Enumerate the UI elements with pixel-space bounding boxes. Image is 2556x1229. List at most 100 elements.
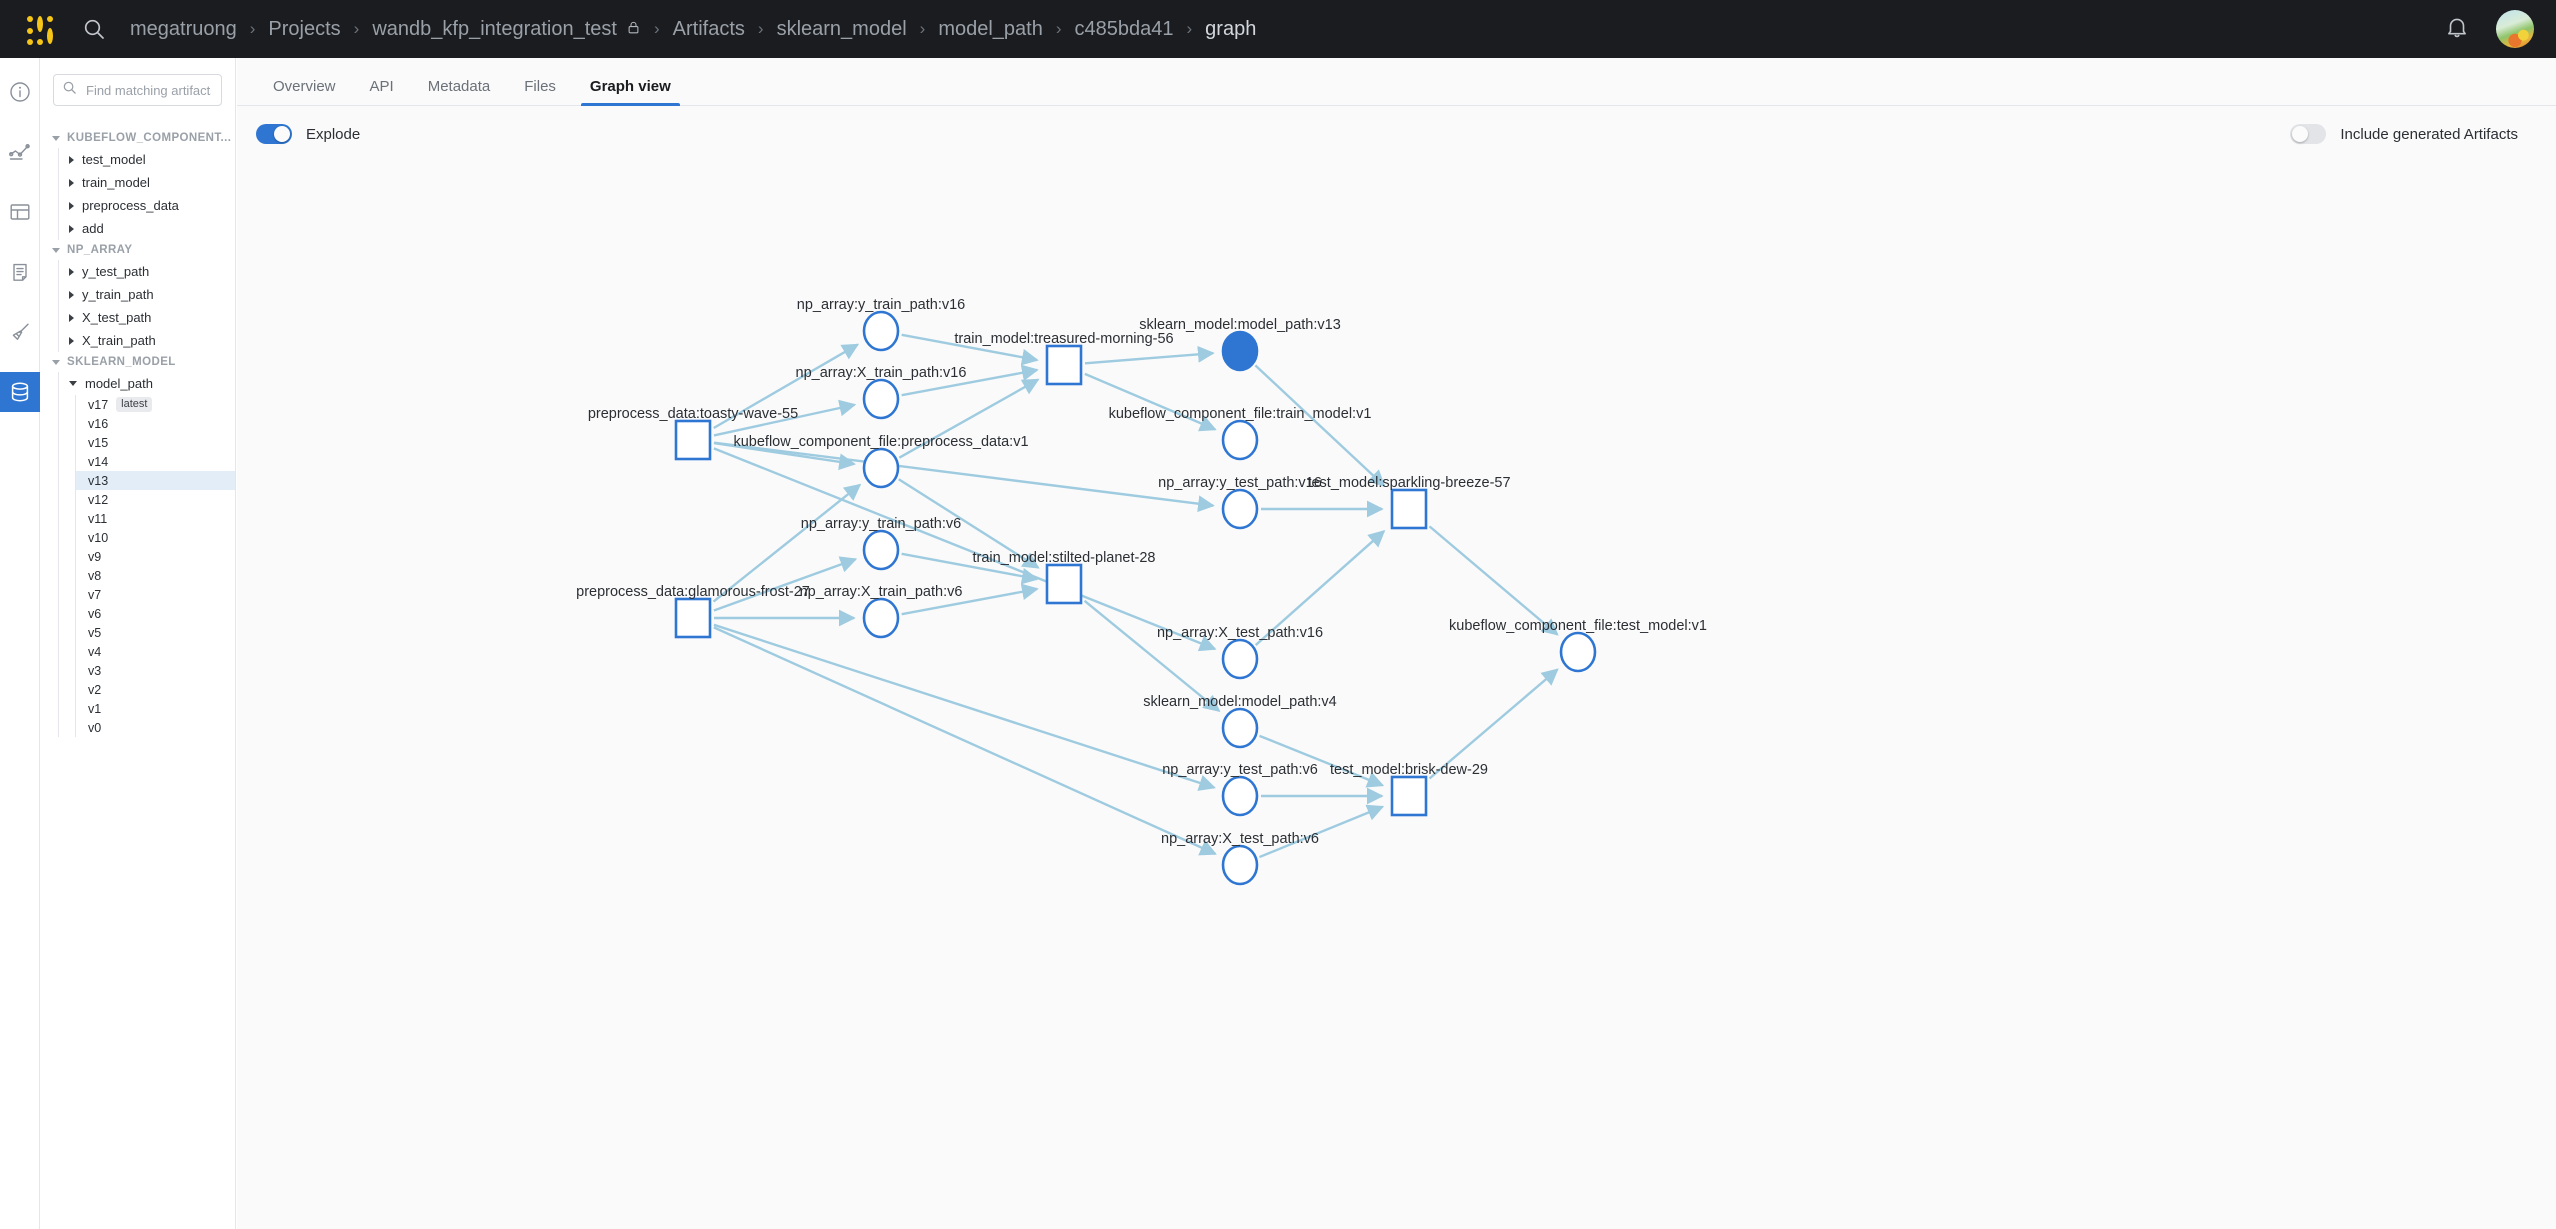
graph-node-circle[interactable]	[862, 529, 900, 571]
table-icon[interactable]	[0, 192, 40, 232]
include-generated-toggle[interactable]	[2290, 124, 2327, 144]
graph-node-circle[interactable]	[862, 310, 900, 352]
breadcrumb-item-sklearn-model[interactable]: sklearn_model	[776, 17, 907, 40]
clipboard-icon[interactable]	[0, 252, 40, 292]
version-item-v13[interactable]: v13	[76, 471, 235, 490]
graph-node-circle[interactable]	[1221, 488, 1259, 530]
version-item-v5[interactable]: v5	[76, 623, 235, 642]
broom-icon[interactable]	[0, 312, 40, 352]
tab-api[interactable]: API	[369, 78, 394, 95]
version-label: v2	[88, 682, 102, 697]
graph-node-square[interactable]	[1045, 344, 1083, 386]
search-icon[interactable]	[82, 17, 106, 41]
sidebar-item-x-train-path[interactable]: X_train_path	[59, 329, 235, 352]
tab-graph-view[interactable]: Graph view	[573, 78, 688, 106]
version-item-v10[interactable]: v10	[76, 528, 235, 547]
version-item-v16[interactable]: v16	[76, 414, 235, 433]
graph-node-square[interactable]	[674, 419, 712, 461]
lock-icon	[626, 20, 641, 35]
graph-node-circle[interactable]	[1221, 775, 1259, 817]
version-item-v15[interactable]: v15	[76, 433, 235, 452]
graph-edge	[713, 343, 860, 430]
graph-node-label: preprocess_data:glamorous-frost-27	[576, 584, 810, 600]
version-label: v13	[88, 473, 109, 488]
version-item-v9[interactable]: v9	[76, 547, 235, 566]
graph-toolbar: Explode Include generated Artifacts	[237, 106, 2556, 162]
breadcrumb-item-graph[interactable]: graph	[1205, 17, 1257, 40]
breadcrumb-separator: ›	[1186, 19, 1193, 38]
breadcrumb-item-artifacts[interactable]: Artifacts	[672, 17, 745, 40]
graph-node-circle[interactable]	[1221, 638, 1259, 680]
artifact-search[interactable]	[53, 74, 222, 106]
breadcrumb-separator: ›	[1055, 19, 1062, 38]
version-label: v12	[88, 492, 109, 507]
version-label: v6	[88, 606, 102, 621]
version-item-v12[interactable]: v12	[76, 490, 235, 509]
database-icon[interactable]	[0, 372, 40, 412]
sidebar-item-train-model[interactable]: train_model	[59, 171, 235, 194]
graph-node-circle[interactable]	[862, 447, 900, 489]
graph-node-circle[interactable]	[862, 597, 900, 639]
graph-edge	[901, 552, 1039, 585]
graph-node-square[interactable]	[1045, 563, 1083, 605]
breadcrumb-item-wandb-kfp-integration-test[interactable]: wandb_kfp_integration_test	[372, 18, 641, 41]
graph-edge	[901, 364, 1039, 397]
graph-node-square[interactable]	[674, 597, 712, 639]
sidebar-group-kubeflow-component-[interactable]: KUBEFLOW_COMPONENT...	[40, 128, 235, 148]
sidebar-item-y-train-path[interactable]: y_train_path	[59, 283, 235, 306]
tab-metadata[interactable]: Metadata	[427, 78, 491, 95]
sidebar-item-x-test-path[interactable]: X_test_path	[59, 306, 235, 329]
version-item-v4[interactable]: v4	[76, 642, 235, 661]
breadcrumb-item-megatruong[interactable]: megatruong	[130, 17, 237, 40]
version-item-v0[interactable]: v0	[76, 718, 235, 737]
graph-node-circle[interactable]	[1221, 707, 1259, 749]
tab-files[interactable]: Files	[524, 78, 556, 95]
wandb-logo-icon[interactable]	[22, 10, 60, 48]
bell-icon[interactable]	[2444, 14, 2470, 45]
version-item-v3[interactable]: v3	[76, 661, 235, 680]
info-circle-icon[interactable]	[0, 72, 40, 112]
explode-toggle[interactable]	[256, 124, 292, 144]
sidebar-item-label: y_train_path	[82, 287, 154, 302]
version-item-v14[interactable]: v14	[76, 452, 235, 471]
graph-node-label: np_array:y_train_path:v6	[800, 516, 962, 532]
line-chart-icon[interactable]	[0, 132, 40, 172]
version-item-v7[interactable]: v7	[76, 585, 235, 604]
sidebar-group-np-array[interactable]: NP_ARRAY	[40, 240, 235, 260]
avatar[interactable]	[2496, 10, 2534, 48]
breadcrumb-separator: ›	[653, 19, 660, 38]
graph-edge	[1259, 734, 1385, 788]
sidebar-item-test-model[interactable]: test_model	[59, 148, 235, 171]
version-item-v11[interactable]: v11	[76, 509, 235, 528]
graph-node-circle[interactable]	[1559, 631, 1597, 673]
include-generated-toggle-group: Include generated Artifacts	[2290, 124, 2518, 144]
version-item-v1[interactable]: v1	[76, 699, 235, 718]
search-input[interactable]	[84, 81, 213, 99]
sidebar-item-preprocess-data[interactable]: preprocess_data	[59, 194, 235, 217]
tab-overview[interactable]: Overview	[273, 78, 336, 95]
version-item-v2[interactable]: v2	[76, 680, 235, 699]
graph-edge	[713, 441, 1215, 513]
breadcrumb-item-c485bda41[interactable]: c485bda41	[1074, 17, 1174, 40]
sidebar-group-label: NP_ARRAY	[67, 244, 133, 256]
breadcrumb-item-projects[interactable]: Projects	[268, 17, 341, 40]
sidebar-item-add[interactable]: add	[59, 217, 235, 240]
version-item-v6[interactable]: v6	[76, 604, 235, 623]
graph-node-circle[interactable]	[1221, 330, 1259, 372]
graph-node-circle[interactable]	[862, 378, 900, 420]
sidebar-item-y-test-path[interactable]: y_test_path	[59, 260, 235, 283]
graph-node-circle[interactable]	[1221, 844, 1259, 886]
graph-node-label: np_array:y_test_path:v6	[1162, 762, 1318, 778]
graph-edge	[713, 626, 1217, 856]
graph-node-square[interactable]	[1390, 488, 1428, 530]
graph-node-square[interactable]	[1390, 775, 1428, 817]
version-item-v8[interactable]: v8	[76, 566, 235, 585]
chevron-right-icon	[69, 224, 74, 233]
sidebar-group-sklearn-model[interactable]: SKLEARN_MODEL	[40, 352, 235, 372]
graph-node-circle[interactable]	[1221, 419, 1259, 461]
main-panel: Overview API Metadata Files Graph view Explo…	[237, 58, 2556, 1229]
breadcrumb-item-model-path[interactable]: model_path	[938, 17, 1043, 40]
sidebar-item-model-path[interactable]: model_path	[59, 372, 235, 395]
